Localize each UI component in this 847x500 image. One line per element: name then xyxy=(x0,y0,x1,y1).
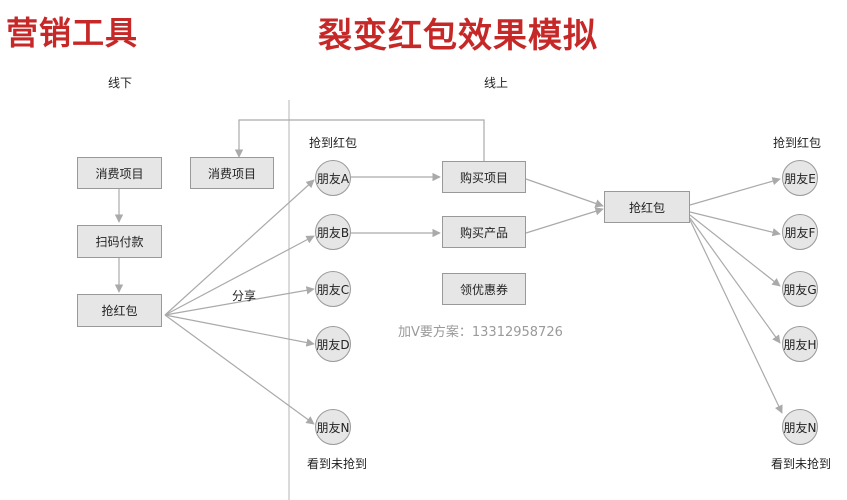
page-title: 裂变红包效果模拟 xyxy=(318,16,598,56)
arrow-grab-friend-n xyxy=(689,219,783,414)
offline-consume-box: 消费项目 xyxy=(77,157,162,189)
arrow-grab-friend-f xyxy=(689,211,781,237)
arrow-share-friend-a xyxy=(164,179,315,316)
arrow-share-friend-c xyxy=(164,286,315,316)
contact-watermark: 加V要方案：13312958726 xyxy=(398,325,563,340)
right-grabbed-caption: 抢到红包 xyxy=(773,136,822,150)
arrow-grab-friend-h xyxy=(689,217,781,344)
offline-section-label: 线下 xyxy=(108,76,133,90)
right-missed-caption: 看到未抢到 xyxy=(771,457,832,471)
arrow-buy-product-grab xyxy=(525,207,604,234)
offline-grab-redpacket-box: 抢红包 xyxy=(77,294,162,327)
online-section-label: 线上 xyxy=(484,76,509,90)
share-label: 分享 xyxy=(232,289,257,303)
friend-g-node: 朋友G xyxy=(782,271,818,307)
friend-h-node: 朋友H xyxy=(782,326,818,362)
friend-f-node: 朋友F xyxy=(782,214,818,250)
left-grabbed-caption: 抢到红包 xyxy=(309,136,358,150)
friend-a-node: 朋友A xyxy=(315,160,351,196)
friend-b-node: 朋友B xyxy=(315,214,351,250)
friend-n-left-node: 朋友N xyxy=(315,409,351,445)
online-grab-redpacket-box: 抢红包 xyxy=(604,191,690,223)
arrow-share-friend-n xyxy=(164,314,315,425)
arrow-share-friend-d xyxy=(164,314,315,347)
arrow-grab-friend-e xyxy=(689,177,781,206)
arrow-buy-to-consume xyxy=(234,119,485,161)
friend-d-node: 朋友D xyxy=(315,326,351,362)
friend-c-node: 朋友C xyxy=(315,271,351,307)
friend-n-right-node: 朋友N xyxy=(782,409,818,445)
tool-title: 营销工具 xyxy=(6,14,139,52)
return-consume-box: 消费项目 xyxy=(190,157,274,189)
buy-product-box: 购买产品 xyxy=(442,216,526,248)
left-missed-caption: 看到未抢到 xyxy=(307,457,368,471)
coupon-box: 领优惠券 xyxy=(442,273,526,305)
arrow-share-friend-b xyxy=(164,235,315,316)
friend-e-node: 朋友E xyxy=(782,160,818,196)
arrow-grab-friend-g xyxy=(689,214,781,287)
buy-item-box: 购买项目 xyxy=(442,161,526,193)
arrow-buy-item-grab xyxy=(525,178,604,208)
scan-pay-box: 扫码付款 xyxy=(77,225,162,258)
